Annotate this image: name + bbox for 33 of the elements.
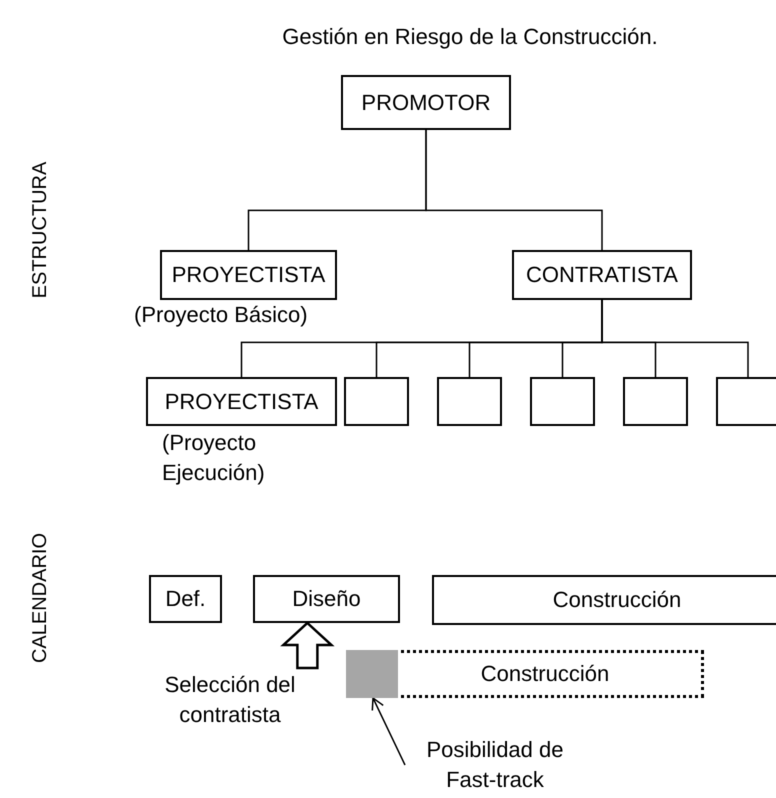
- phase-box: [253, 575, 400, 623]
- empty-box: [344, 377, 409, 426]
- block-arrow: [280, 621, 335, 670]
- section-label: CALENDARIO: [28, 532, 52, 666]
- phase-box: [432, 575, 776, 625]
- note-text: Selección del contratista: [164, 671, 296, 729]
- box-label: PROYECTISTA: [172, 261, 326, 289]
- empty-box: [530, 377, 595, 426]
- box-label: Construcción: [552, 586, 682, 614]
- caption-text: (Proyecto Ejecución): [162, 429, 266, 487]
- process-box: [160, 250, 337, 300]
- phase-box: [149, 575, 222, 623]
- box-label: Construcción: [480, 660, 610, 688]
- diagram-title: Gestión en Riesgo de la Construcción.: [281, 23, 659, 51]
- shaded-square: [346, 650, 398, 698]
- empty-box: [623, 377, 688, 426]
- dotted-phase-box: [346, 650, 704, 698]
- box-label: Def.: [165, 585, 206, 613]
- box-label: PROYECTISTA: [164, 388, 318, 416]
- connector-line: [425, 130, 603, 250]
- process-box: [341, 75, 511, 130]
- box-label: Diseño: [292, 585, 361, 613]
- box-label: PROMOTOR: [361, 88, 491, 116]
- box-label: CONTRATISTA: [526, 261, 678, 289]
- process-box: [512, 250, 692, 300]
- note-text: Posibilidad de Fast-track: [426, 736, 564, 794]
- empty-box: [437, 377, 502, 426]
- caption-text: (Proyecto Básico): [134, 301, 309, 329]
- empty-box: [716, 377, 776, 426]
- process-box: [146, 377, 337, 426]
- leader-line: [372, 697, 406, 766]
- section-label: ESTRUCTURA: [28, 160, 52, 300]
- connector-line: [601, 300, 749, 377]
